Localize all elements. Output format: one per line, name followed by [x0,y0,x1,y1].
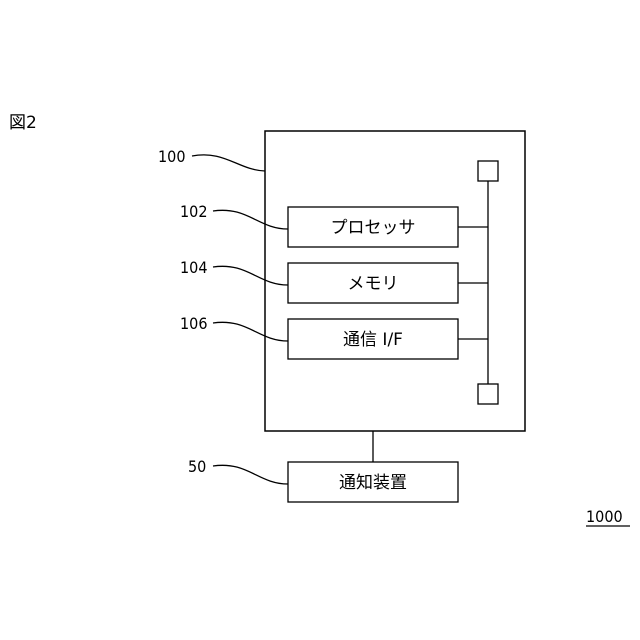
assembly-ref: 1000 [586,507,623,526]
memory-ref-leader [213,266,288,285]
memory-label: メモリ [348,274,399,294]
processor-label: プロセッサ [331,218,416,238]
bus-terminal-bottom [478,384,498,404]
notification-device-ref: 50 [188,457,206,476]
comm-if-label: 通信 I/F [343,330,403,350]
notification-device-ref-leader [213,465,288,484]
bus-terminal-top [478,161,498,181]
memory-ref: 104 [180,258,207,277]
processor-ref-leader [213,210,288,229]
device-ref-leader [192,155,265,171]
figure-label: 図2 [9,113,37,133]
processor-ref: 102 [180,202,207,221]
device-ref: 100 [158,147,185,166]
comm-if-ref-leader [213,322,288,341]
notification-device-label: 通知装置 [339,473,407,493]
comm-if-ref: 106 [180,314,207,333]
